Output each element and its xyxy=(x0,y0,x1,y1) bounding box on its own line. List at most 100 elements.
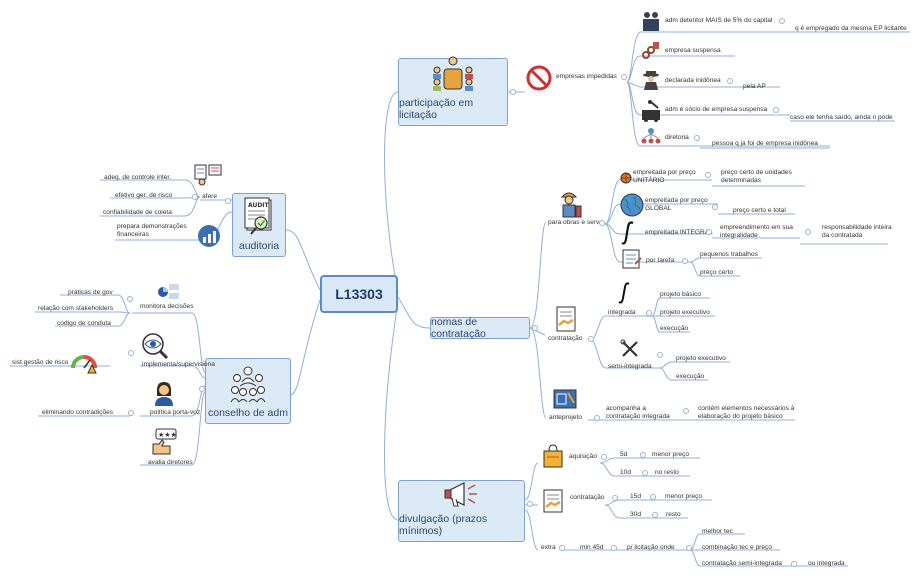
node-contratacao-div[interactable]: contratação xyxy=(570,494,605,501)
node-preco-global[interactable]: empreitada por preço GLOBAL xyxy=(645,197,708,212)
node-confiabilidade[interactable]: confiabilidade de coleta xyxy=(103,209,172,216)
node-sist-gestao-risco[interactable]: sist gestão de risco xyxy=(12,359,69,366)
collapse-toggle[interactable] xyxy=(805,229,811,235)
node-projeto-executivo[interactable]: projeto executivo xyxy=(660,309,710,316)
node-contratacao[interactable]: contratação xyxy=(548,335,583,342)
collapse-toggle[interactable] xyxy=(706,229,712,235)
collapse-toggle[interactable] xyxy=(527,501,533,507)
node-codigo-conduta[interactable]: codigo de conduta xyxy=(57,320,111,327)
node-preco-certo-unidades[interactable]: preço certo de unidades determinadas xyxy=(721,169,792,184)
node-efetivo-risco[interactable]: efetivo ger. de risco xyxy=(115,192,173,199)
collapse-toggle[interactable] xyxy=(712,204,718,210)
node-praticas-gov[interactable]: práticas de gov xyxy=(68,289,113,296)
collapse-toggle[interactable] xyxy=(588,336,594,342)
node-projeto-basico[interactable]: projeto básico xyxy=(660,291,702,298)
node-min-45d[interactable]: min 45d xyxy=(580,544,604,551)
node-combinacao-tec-preco[interactable]: combinação tec e preço xyxy=(702,544,773,551)
node-execucao-semi[interactable]: execução xyxy=(676,373,705,380)
node-no-resto[interactable]: no resto xyxy=(655,469,679,476)
node-melhor-tec[interactable]: melhor tec xyxy=(702,528,733,535)
node-pessoa-inidonea[interactable]: pessoa q ja foi de empresa inidônea xyxy=(712,140,818,147)
node-politica-porta-voz[interactable]: política porta-voz xyxy=(150,409,201,416)
prazo-5d[interactable]: 5d xyxy=(620,451,628,458)
node-para-obras[interactable]: para obras e serv xyxy=(548,219,600,226)
collapse-toggle[interactable] xyxy=(779,18,785,24)
node-projeto-executivo-semi[interactable]: projeto executivo xyxy=(676,355,726,362)
branch-auditoria[interactable]: AUDIT auditoria xyxy=(232,193,286,257)
node-pela-ap[interactable]: pela AP xyxy=(743,83,766,90)
node-prepara-demonstracoes[interactable]: prepara demonstrações financeiras xyxy=(117,223,187,238)
node-resto[interactable]: resto xyxy=(666,511,681,518)
node-integrada[interactable]: integrada xyxy=(608,309,636,316)
prazo-10d[interactable]: 10d xyxy=(620,469,632,476)
node-execucao[interactable]: execução xyxy=(660,325,689,332)
node-acompanha-integrada[interactable]: acompanha a contratação integrada xyxy=(606,405,670,420)
collapse-toggle[interactable] xyxy=(559,545,565,551)
node-aquisicao[interactable]: aquisição xyxy=(569,453,597,460)
node-menor-preco-aq[interactable]: menor preço xyxy=(652,451,690,458)
node-declarada-inidonea[interactable]: declarada inidônea xyxy=(665,77,721,84)
collapse-toggle[interactable] xyxy=(694,135,700,141)
node-empresa-suspensa[interactable]: empresa suspensa xyxy=(665,47,721,54)
collapse-toggle[interactable] xyxy=(705,172,711,178)
node-extra[interactable]: extra xyxy=(541,544,556,551)
collapse-toggle[interactable] xyxy=(599,220,605,226)
collapse-toggle[interactable] xyxy=(642,470,648,476)
collapse-toggle[interactable] xyxy=(727,78,733,84)
node-empregado-ep[interactable]: q é empregado da mesma EP licitante xyxy=(795,25,907,32)
collapse-toggle[interactable] xyxy=(594,415,600,421)
node-implementa[interactable]: implementa/supervisiona xyxy=(142,361,215,368)
node-afere[interactable]: afere xyxy=(202,193,218,200)
collapse-toggle[interactable] xyxy=(652,512,658,518)
collapse-toggle[interactable] xyxy=(199,386,205,392)
branch-divulgacao[interactable]: divulgação (prazos mínimos) xyxy=(398,480,525,542)
node-preco-unitario[interactable]: empreitada por preço UNITÁRIO xyxy=(633,169,696,184)
collapse-toggle[interactable] xyxy=(682,258,688,264)
node-eliminando-contradicoes[interactable]: eliminando contradições xyxy=(42,409,114,416)
node-adm-socio[interactable]: adm é sócio de empresa suspensa xyxy=(665,106,768,113)
node-avalia-diretores[interactable]: avalia diretores xyxy=(148,459,193,466)
collapse-toggle[interactable] xyxy=(657,352,663,358)
node-adm-detentor[interactable]: adm detentor MAIS de 5% do capital xyxy=(665,17,773,24)
node-licitacao-onde[interactable]: p/ licitação onde xyxy=(627,544,675,551)
node-menor-preco-ct[interactable]: menor preço xyxy=(665,493,703,500)
node-pequenos-trabalhos[interactable]: pequenos trabalhos xyxy=(700,251,758,258)
node-monitora-decisoes[interactable]: monitora decisões xyxy=(140,303,194,310)
prazo-15d[interactable]: 15d xyxy=(630,493,642,500)
branch-conselho[interactable]: conselho de adm xyxy=(205,358,291,424)
collapse-toggle[interactable] xyxy=(640,452,646,458)
root-node[interactable]: L13303 xyxy=(320,275,398,313)
collapse-toggle[interactable] xyxy=(127,296,133,302)
node-responsabilidade[interactable]: responsabilidade inteira da contratada xyxy=(822,224,892,239)
collapse-toggle[interactable] xyxy=(773,107,779,113)
node-relacao-stakeholders[interactable]: relação com stakeholders xyxy=(38,305,114,312)
node-anteprojeto[interactable]: anteprojeto xyxy=(549,414,582,421)
node-contratacao-semi[interactable]: contratação semi-integrada xyxy=(702,560,782,567)
node-adeq-controle[interactable]: adeq. de controle inter. xyxy=(104,174,172,181)
node-empreitada-integral[interactable]: empreitada INTEGRAL xyxy=(645,229,713,236)
collapse-toggle[interactable] xyxy=(646,310,652,316)
collapse-toggle[interactable] xyxy=(510,89,516,95)
prazo-30d[interactable]: 30d xyxy=(630,511,642,518)
collapse-toggle[interactable] xyxy=(532,325,538,331)
node-empresas-impedidas[interactable]: empresas impedidas xyxy=(556,73,617,80)
node-ou-integrada[interactable]: ou integrada xyxy=(808,560,845,567)
collapse-toggle[interactable] xyxy=(601,454,607,460)
collapse-toggle[interactable] xyxy=(128,410,134,416)
collapse-toggle[interactable] xyxy=(192,194,198,200)
branch-participacao[interactable]: participação em licitação xyxy=(398,56,508,126)
collapse-toggle[interactable] xyxy=(686,545,692,551)
collapse-toggle[interactable] xyxy=(650,494,656,500)
collapse-toggle[interactable] xyxy=(791,561,797,567)
node-preco-certo[interactable]: preço certo xyxy=(700,269,733,276)
collapse-toggle[interactable] xyxy=(683,408,689,414)
branch-normas[interactable]: nomas de contratação xyxy=(430,316,530,340)
collapse-toggle[interactable] xyxy=(128,350,134,356)
node-diretoria[interactable]: diretoria xyxy=(665,134,689,141)
node-preco-certo-total[interactable]: preço certo e total xyxy=(733,207,786,214)
node-semi-integrada[interactable]: semi-integrada xyxy=(608,363,652,370)
collapse-toggle[interactable] xyxy=(621,74,627,80)
node-elementos-necessarios[interactable]: contém elementos necessários à elaboraçã… xyxy=(698,405,795,420)
node-empreendimento[interactable]: empreendimento em sua integralidade xyxy=(720,224,793,239)
node-por-tarefa[interactable]: por tarefa xyxy=(646,257,675,264)
